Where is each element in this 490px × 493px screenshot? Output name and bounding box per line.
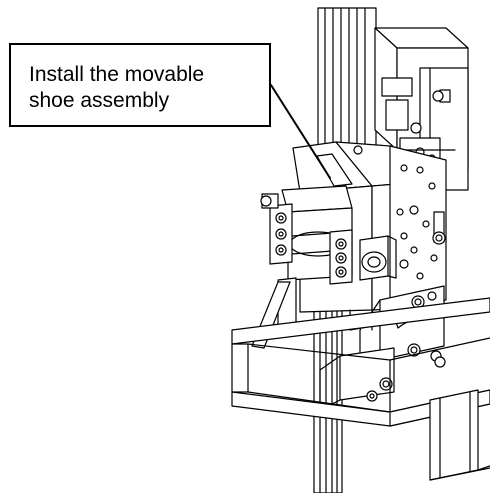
channel-beam (232, 298, 490, 480)
callout-box: Install the movable shoe assembly (9, 43, 271, 127)
adjust-knob (360, 236, 396, 280)
guide-rail-top (318, 8, 376, 158)
roller-block (261, 186, 352, 284)
callout-leader (271, 85, 330, 178)
side-plate (390, 146, 446, 300)
lower-stand (320, 348, 445, 410)
callout-line-2: shoe assembly (29, 89, 170, 112)
callout-line-1: Install the movable (29, 63, 205, 86)
upper-cabinet (375, 28, 468, 190)
